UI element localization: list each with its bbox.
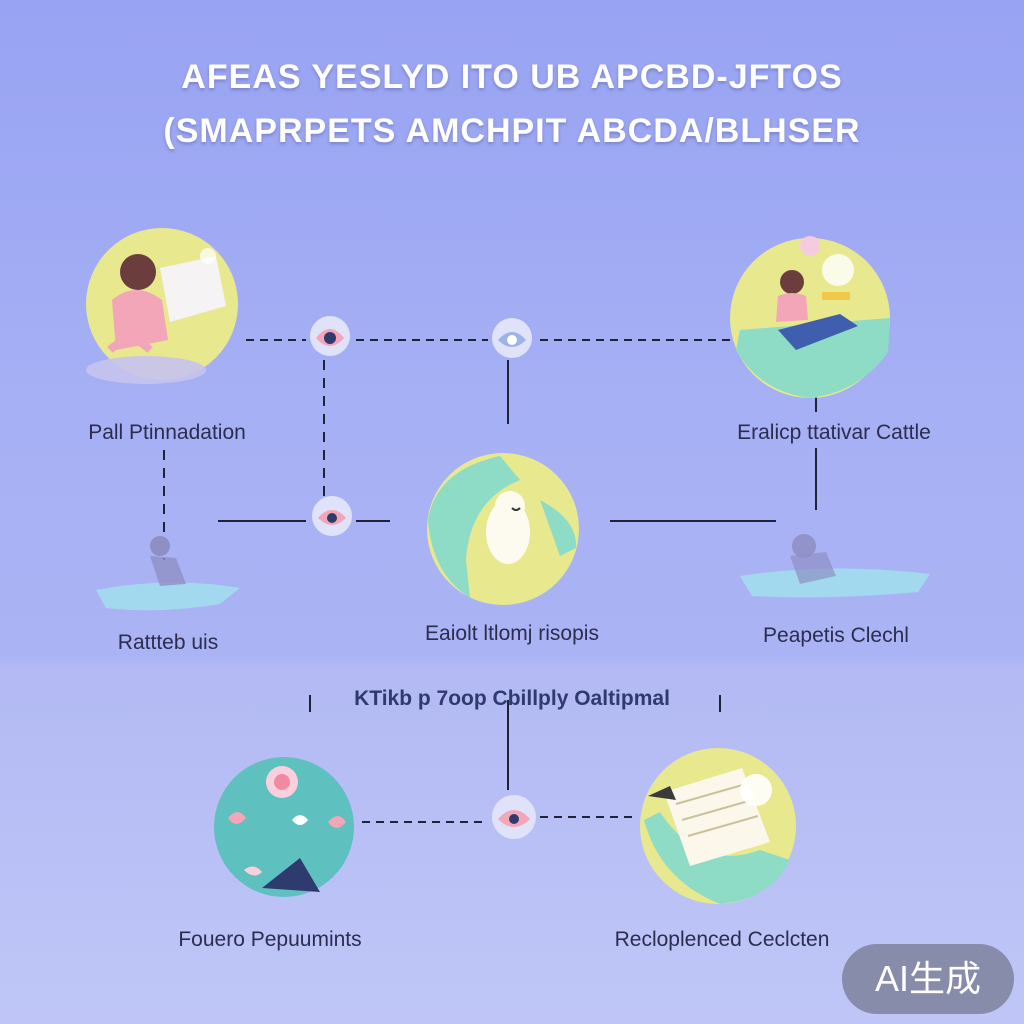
node-label-bottom-right: Recloplenced Ceclcten: [614, 928, 830, 951]
node-label-top-left: Pall Ptinnadation: [88, 421, 246, 444]
junction-icon-top-center: [492, 318, 532, 358]
node-illustration-mid-right: [740, 534, 930, 598]
junction-icon-top-left: [310, 316, 350, 356]
node-label-top-right: Eralicp ttativar Cattle: [737, 421, 931, 444]
ai-generated-badge: AI生成: [842, 944, 1014, 1014]
node-illustration-top-right: [730, 236, 890, 398]
node-label-mid-right: Peapetis Clechl: [763, 624, 909, 647]
node-label-mid-left: Rattteb uis: [117, 631, 219, 654]
connectors: [163, 339, 817, 823]
node-illustration-bottom-right: [640, 748, 796, 904]
lower-section-header: KTikb p 7oop Cbillply Oaltipmal: [354, 687, 670, 710]
node-illustration-bottom-left: [214, 757, 354, 897]
junction-icon-bottom-center: [492, 795, 536, 839]
title-line-1: AFEAS YESLYD ITO UB APCBD-JFTOS: [181, 58, 843, 96]
node-label-bottom-left: Fouero Pepuumints: [178, 928, 362, 951]
junction-icon-mid-left: [312, 496, 352, 536]
node-illustration-top-left: [86, 228, 238, 384]
node-label-center: Eaiolt ltlomj risopis: [425, 622, 599, 645]
node-illustration-center: [427, 453, 579, 605]
node-illustration-mid-left: [96, 536, 240, 611]
title-line-2: (SMAPRPETS AMCHPIT ABCDA/BLHSER: [163, 112, 861, 150]
